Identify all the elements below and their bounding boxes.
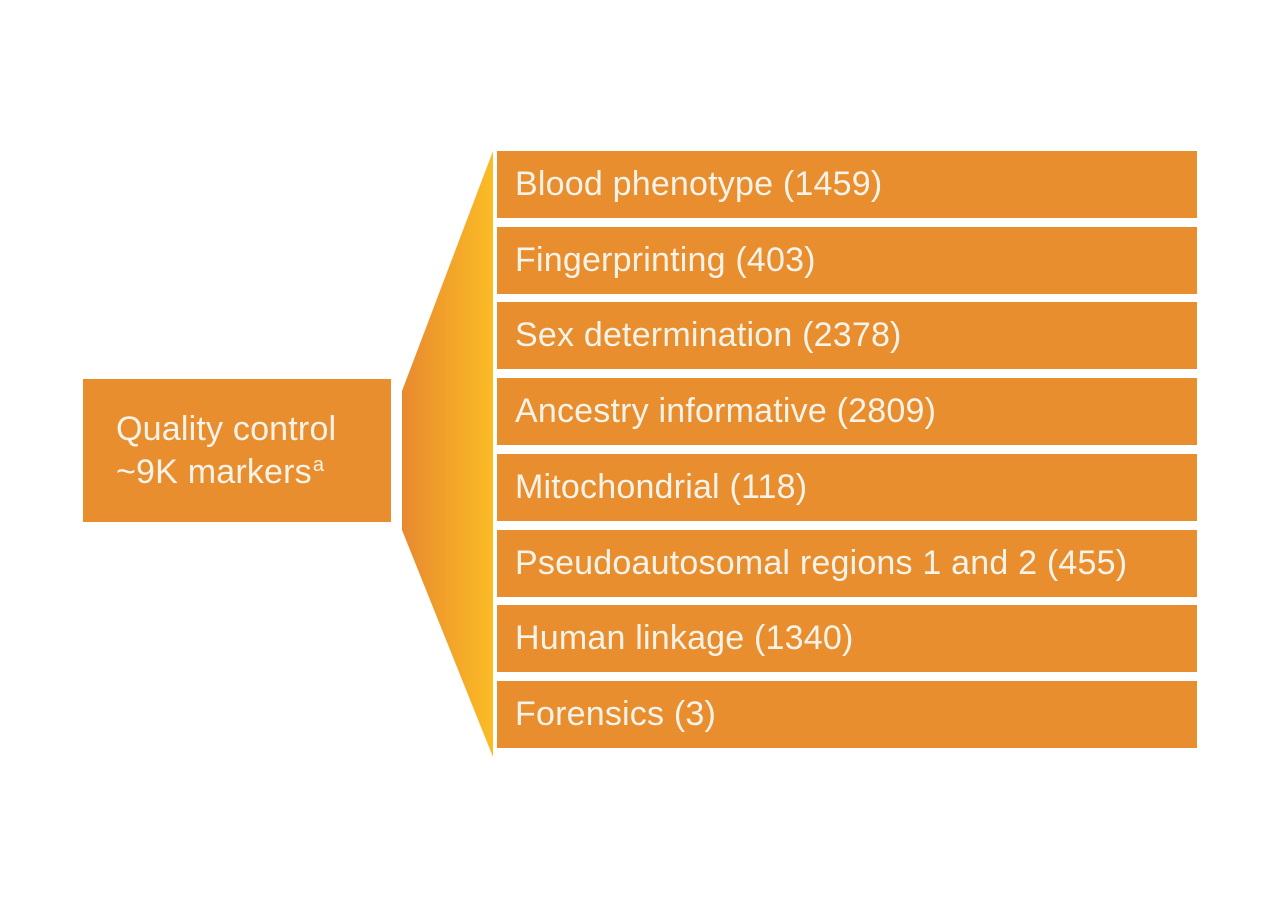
branch-item-pseudoautosomal-regions: Pseudoautosomal regions 1 and 2 (455)	[497, 529, 1197, 597]
fan-polygon	[402, 151, 493, 757]
root-node-line2: ~9K markers	[116, 452, 312, 491]
footnote-marker-a: a	[312, 453, 325, 476]
branch-label: Sex determination (2378)	[515, 316, 902, 355]
root-node-line1: Quality control	[116, 409, 337, 448]
branch-label: Human linkage (1340)	[515, 619, 854, 658]
root-node-text: Quality control ~9K markersa	[116, 408, 336, 494]
branch-item-fingerprinting: Fingerprinting (403)	[497, 226, 1197, 294]
branch-item-sex-determination: Sex determination (2378)	[497, 302, 1197, 370]
branch-item-mitochondrial: Mitochondrial (118)	[497, 453, 1197, 521]
branch-label: Ancestry informative (2809)	[515, 392, 937, 431]
branch-label: Mitochondrial (118)	[515, 467, 808, 506]
branch-label: Forensics (3)	[515, 695, 716, 734]
branch-connector-fan	[402, 151, 493, 757]
branch-label: Pseudoautosomal regions 1 and 2 (455)	[515, 543, 1128, 582]
branch-label: Fingerprinting (403)	[515, 240, 816, 279]
branch-item-human-linkage: Human linkage (1340)	[497, 605, 1197, 673]
branch-label: Blood phenotype (1459)	[515, 165, 883, 204]
branch-item-forensics: Forensics (3)	[497, 681, 1197, 749]
branch-item-ancestry-informative: Ancestry informative (2809)	[497, 378, 1197, 446]
branch-item-blood-phenotype: Blood phenotype (1459)	[497, 151, 1197, 219]
branch-list: Blood phenotype (1459) Fingerprinting (4…	[497, 151, 1197, 749]
root-node-quality-control: Quality control ~9K markersa	[83, 379, 391, 522]
